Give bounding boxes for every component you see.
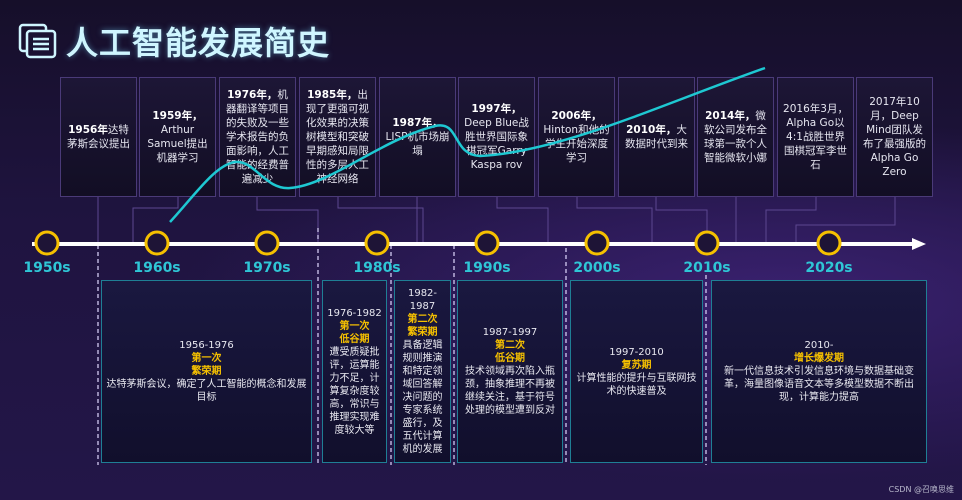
connector-lines [97, 197, 896, 243]
period-description: 新一代信息技术引发信息环境与数据基础变革，海量图像语音文本等多模型数据不断出现，… [724, 366, 914, 403]
period-range: 1956-1976 [179, 340, 234, 351]
event-year: 1985年， [307, 89, 358, 101]
period-phase: 增长爆发期 [794, 353, 844, 364]
period-box: 1982-1987 第二次 繁荣期 具备逻辑规则推演和特定领域回答解决问题的专家… [394, 280, 451, 463]
event-card: 1985年，出现了更强可视化效果的决策树模型和突破早期感知局限性的多层人工神经网… [299, 77, 376, 197]
decade-marker [364, 230, 390, 256]
decade-marker [584, 230, 610, 256]
period-range: 1987-1997 [482, 327, 538, 338]
period-phase: 低谷期 [339, 333, 370, 345]
period-phase: 第一次 [191, 353, 222, 364]
event-year: 2006年， [551, 110, 602, 122]
event-year: 1997年， [471, 103, 522, 115]
event-text: Deep Blue战胜世界国际象棋冠军Garry Kaspa rov [464, 117, 529, 171]
decade-label: 1970s [243, 260, 291, 276]
period-phase: 复苏期 [621, 359, 652, 371]
trend-curve [169, 66, 766, 223]
period-box: 1997-2010 复苏期 计算性能的提升与互联网技术的快速普及 [570, 280, 703, 463]
decade-label: 2000s [573, 260, 621, 276]
period-box: 2010- 增长爆发期 新一代信息技术引发信息环境与数据基础变革，海量图像语音文… [711, 280, 927, 463]
event-card: 1987年， LISP机市场崩塌 [379, 77, 456, 197]
event-year: 1976年， [227, 89, 278, 101]
page-title: 人工智能发展简史 [66, 24, 331, 62]
decade-label: 1990s [463, 260, 511, 276]
event-card: 1959年， Arthur Samuel提出机器学习 [139, 77, 216, 197]
event-card: 2017年10月，Deep Mind团队发布了最强版的Alpha Go Zero [856, 77, 933, 197]
arrow-head-icon [912, 238, 926, 250]
event-text: 2016年3月，Alpha Go以4:1战胜世界围棋冠军李世石 [783, 103, 848, 171]
period-range: 1976-1982 [327, 307, 382, 319]
event-year: 2014年， [705, 110, 756, 122]
event-text: 出现了更强可视化效果的决策树模型和突破早期感知局限性的多层人工神经网络 [306, 89, 369, 185]
event-card: 2014年，微软公司发布全球第一款个人智能微软小娜 [697, 77, 774, 197]
period-box: 1956-1976 第一次 繁荣期 达特茅斯会议，确定了人工智能的概念和发展目标 [101, 280, 312, 463]
decade-marker [474, 230, 500, 256]
event-text: Arthur Samuel提出机器学习 [147, 124, 208, 164]
decade-label: 1960s [133, 260, 181, 276]
document-list-icon [18, 23, 58, 59]
period-phase: 繁荣期 [407, 327, 438, 338]
event-text: 大数据时代到来 [625, 124, 688, 150]
period-phase: 第二次 [407, 314, 438, 325]
period-range: 2010- [804, 340, 834, 351]
event-year: 1956年 [68, 124, 108, 136]
period-description: 遭受质疑批评，运算能力不足，计算复杂度较高，常识与推理实现难度较大等 [329, 346, 380, 436]
period-dividers [97, 228, 707, 465]
decade-label: 1980s [353, 260, 401, 276]
event-card: 2010年，大数据时代到来 [618, 77, 695, 197]
period-description: 技术领域再次陷入瓶颈，抽象推理不再被继续关注，基于符号处理的模型遭到反对 [465, 366, 555, 416]
period-range: 1982-1987 [407, 288, 438, 312]
period-phase: 第一次 [339, 320, 370, 332]
decade-marker [254, 230, 280, 256]
decade-marker [34, 230, 60, 256]
decade-marker [144, 230, 170, 256]
event-year: 1987年， [392, 117, 443, 129]
header: 人工智能发展简史 [18, 18, 330, 64]
period-description: 计算性能的提升与互联网技术的快速普及 [576, 372, 697, 397]
event-card: 2016年3月，Alpha Go以4:1战胜世界围棋冠军李世石 [777, 77, 854, 197]
decade-label: 1950s [23, 260, 71, 276]
decade-marker [816, 230, 842, 256]
period-box: 1987-1997 第二次 低谷期 技术领域再次陷入瓶颈，抽象推理不再被继续关注… [457, 280, 563, 463]
event-text: 2017年10月，Deep Mind团队发布了最强版的Alpha Go Zero [863, 96, 926, 178]
period-description: 具备逻辑规则推演和特定领域回答解决问题的专家系统盛行，及五代计算机的发展 [402, 340, 443, 455]
watermark: CSDN @召唤思维 [888, 485, 954, 494]
event-card: 1976年，机器翻译等项目的失败及一些学术报告的负面影响，人工智能的经费普遍减少 [219, 77, 296, 197]
event-text: 机器翻译等项目的失败及一些学术报告的负面影响，人工智能的经费普遍减少 [226, 89, 289, 185]
period-phase: 繁荣期 [191, 366, 222, 377]
event-year: 1959年， [152, 110, 203, 122]
period-range: 1997-2010 [609, 346, 664, 358]
event-text: 达特茅斯会议提出 [67, 124, 130, 150]
event-text: 微软公司发布全球第一款个人智能微软小娜 [704, 110, 767, 164]
period-description: 达特茅斯会议，确定了人工智能的概念和发展目标 [106, 379, 307, 403]
event-text: LISP机市场崩塌 [385, 131, 450, 157]
period-phase: 第二次 [495, 340, 525, 351]
decade-label: 2010s [683, 260, 731, 276]
period-phase: 低谷期 [495, 353, 525, 364]
period-box: 1976-1982 第一次 低谷期 遭受质疑批评，运算能力不足，计算复杂度较高，… [322, 280, 387, 463]
decade-marker [694, 230, 720, 256]
decade-label: 2020s [805, 260, 853, 276]
event-year: 2010年， [626, 124, 677, 136]
event-card: 1956年达特茅斯会议提出 [60, 77, 137, 197]
event-card: 1997年， Deep Blue战胜世界国际象棋冠军Garry Kaspa rov [458, 77, 535, 197]
event-card: 2006年，Hinton和他的学生开始深度学习 [538, 77, 615, 197]
